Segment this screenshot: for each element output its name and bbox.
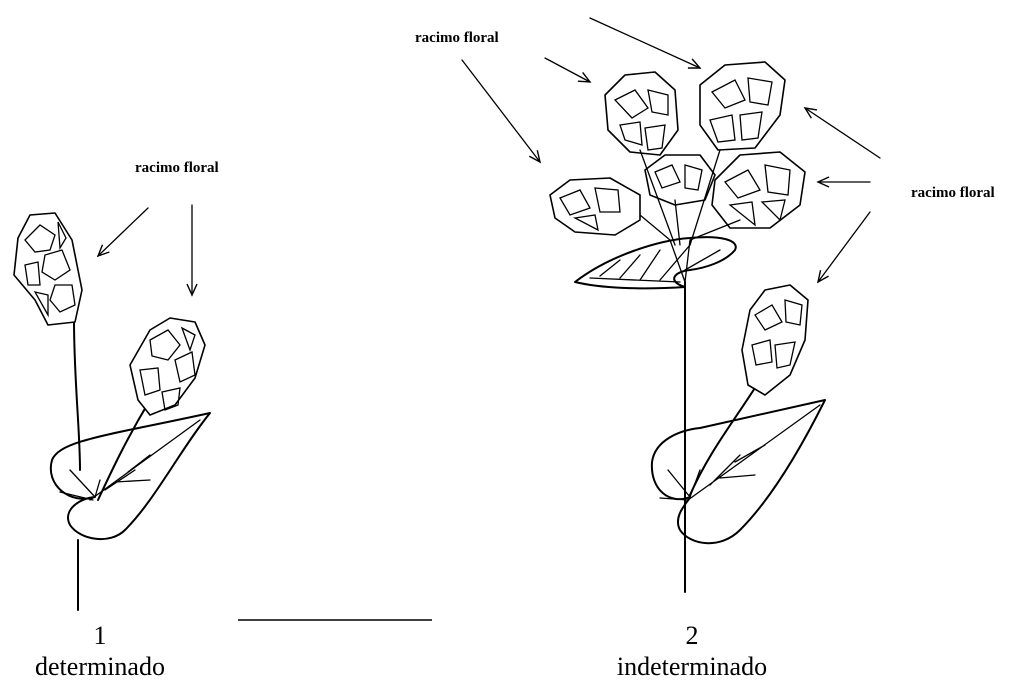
- caption-plant-2-name: indeterminado: [577, 651, 807, 682]
- plant-1-determinate: [14, 213, 210, 610]
- plant-2-raceme-top-right: [700, 62, 785, 150]
- plant-1-raceme-left: [14, 213, 82, 325]
- arrow-top-2: [545, 58, 590, 82]
- plant-2-lower-leaf: [652, 400, 825, 543]
- plant-2-indeterminate: [550, 62, 825, 592]
- plant-2-raceme-mid-left: [550, 178, 640, 235]
- arrow-right-3: [818, 212, 870, 282]
- arrow-right-1: [805, 108, 880, 158]
- label-raceme-right: racimo floral: [911, 185, 995, 202]
- caption-plant-2-number: 2: [577, 620, 807, 651]
- caption-plant-2: 2 indeterminado: [577, 620, 807, 682]
- plant-1-raceme-right: [130, 318, 205, 415]
- plant-2-raceme-lower: [742, 285, 808, 395]
- label-raceme-top: racimo floral: [415, 30, 499, 47]
- caption-plant-1-number: 1: [0, 620, 200, 651]
- plant-1-peduncle: [98, 400, 150, 500]
- plant-2-raceme-top-left: [605, 72, 678, 155]
- arrow-top-1: [462, 60, 540, 162]
- label-raceme-plant-1: racimo floral: [135, 160, 219, 177]
- plant-1-main-stem: [74, 320, 80, 610]
- arrow-top-3: [590, 18, 700, 68]
- arrow-plant-1-left: [98, 208, 148, 256]
- caption-plant-1: 1 determinado: [0, 620, 200, 682]
- caption-plant-1-name: determinado: [0, 651, 200, 682]
- plant-2-raceme-mid-right: [712, 152, 805, 228]
- plant-1-leaf: [51, 413, 210, 539]
